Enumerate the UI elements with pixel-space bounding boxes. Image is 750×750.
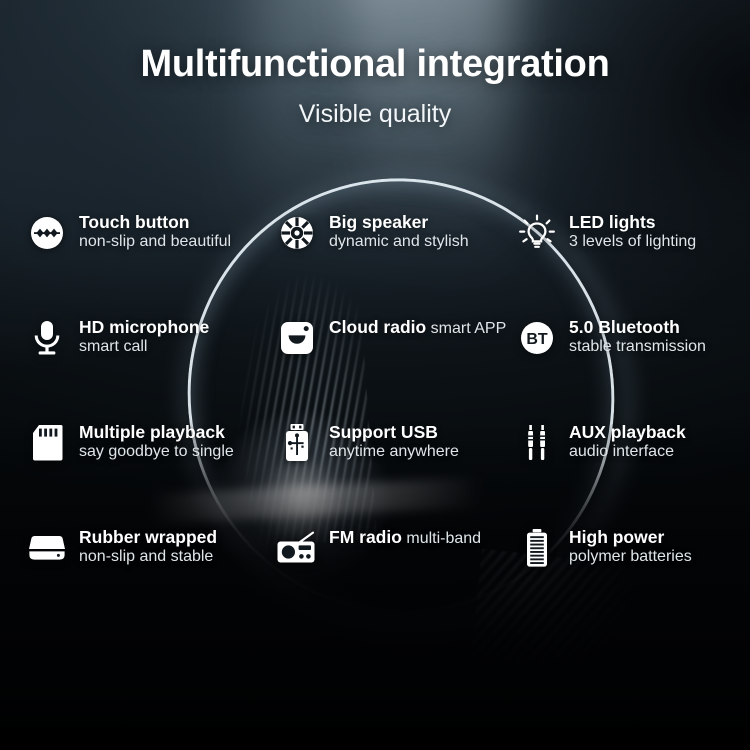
background-bottom-fade [0, 420, 750, 750]
feature-item-big-speaker: Big speaker dynamic and stylish [276, 210, 516, 315]
feature-subtitle: audio interface [569, 443, 674, 460]
feature-item-bluetooth: BT 5.0 Bluetooth stable transmission [516, 315, 750, 420]
feature-item-led-lights: LED lights 3 levels of lighting [516, 210, 750, 315]
touch-button-icon [26, 210, 68, 256]
feature-item-aux-playback: AUX playback audio interface [516, 420, 750, 525]
feature-text: Support USB anytime anywhere [329, 420, 516, 461]
feature-title: AUX playback [569, 422, 686, 442]
feature-title: LED lights [569, 212, 656, 232]
feature-title: FM radio [329, 527, 402, 547]
feature-item-multiple-playback: Multiple playback say goodbye to single [26, 420, 276, 525]
feature-title: HD microphone [79, 317, 210, 337]
feature-subtitle: smart call [79, 338, 148, 355]
feature-text: FM radio multi-band [329, 525, 481, 548]
feature-item-support-usb: Support USB anytime anywhere [276, 420, 516, 525]
bluetooth-bt-icon: BT [516, 315, 558, 361]
feature-subtitle: 3 levels of lighting [569, 233, 697, 250]
feature-subtitle: dynamic and stylish [329, 233, 469, 250]
battery-icon [516, 525, 558, 571]
feature-title: Big speaker [329, 212, 429, 232]
cloud-radio-icon [276, 315, 318, 361]
feature-subtitle: polymer batteries [569, 548, 692, 565]
feature-subtitle: multi-band [406, 530, 482, 547]
feature-text: Big speaker dynamic and stylish [329, 210, 516, 251]
feature-title: Touch button [79, 212, 190, 232]
svg-text:BT: BT [526, 331, 548, 348]
feature-title: High power [569, 527, 665, 547]
feature-text: High power polymer batteries [569, 525, 750, 566]
feature-title: 5.0 Bluetooth [569, 317, 680, 337]
feature-item-cloud-radio: Cloud radio smart APP [276, 315, 516, 420]
big-speaker-icon [276, 210, 318, 256]
feature-text: Cloud radio smart APP [329, 315, 506, 338]
feature-subtitle: anytime anywhere [329, 443, 459, 460]
feature-text: 5.0 Bluetooth stable transmission [569, 315, 750, 356]
feature-item-rubber-wrapped: Rubber wrapped non-slip and stable [26, 525, 276, 630]
feature-item-high-power: High power polymer batteries [516, 525, 750, 630]
header: Multifunctional integration Visible qual… [0, 43, 750, 129]
feature-subtitle: non-slip and beautiful [79, 233, 232, 250]
feature-item-hd-microphone: HD microphone smart call [26, 315, 276, 420]
fm-radio-icon [276, 525, 318, 571]
page-subtitle: Visible quality [298, 99, 452, 128]
microphone-icon [26, 315, 68, 361]
feature-title: Multiple playback [79, 422, 225, 442]
led-lightbulb-icon [516, 210, 558, 256]
feature-text: LED lights 3 levels of lighting [569, 210, 750, 251]
feature-text: AUX playback audio interface [569, 420, 750, 461]
feature-subtitle: smart APP [430, 320, 507, 337]
aux-jack-icon [516, 420, 558, 466]
feature-title: Support USB [329, 422, 438, 442]
usb-drive-icon [276, 420, 318, 466]
feature-text: Multiple playback say goodbye to single [79, 420, 276, 461]
feature-subtitle: non-slip and stable [79, 548, 214, 565]
rubber-box-icon [26, 525, 68, 571]
feature-item-touch-button: Touch button non-slip and beautiful [26, 210, 276, 315]
feature-subtitle: say goodbye to single [79, 443, 234, 460]
page-title: Multifunctional integration [140, 43, 610, 85]
memory-card-icon [26, 420, 68, 466]
feature-text: Touch button non-slip and beautiful [79, 210, 276, 251]
feature-text: Rubber wrapped non-slip and stable [79, 525, 276, 566]
feature-item-fm-radio: FM radio multi-band [276, 525, 516, 630]
feature-title: Cloud radio [329, 317, 427, 337]
feature-grid: Touch button non-slip and beautiful [0, 210, 750, 630]
feature-subtitle: stable transmission [569, 338, 706, 355]
feature-text: HD microphone smart call [79, 315, 276, 356]
feature-title: Rubber wrapped [79, 527, 218, 547]
